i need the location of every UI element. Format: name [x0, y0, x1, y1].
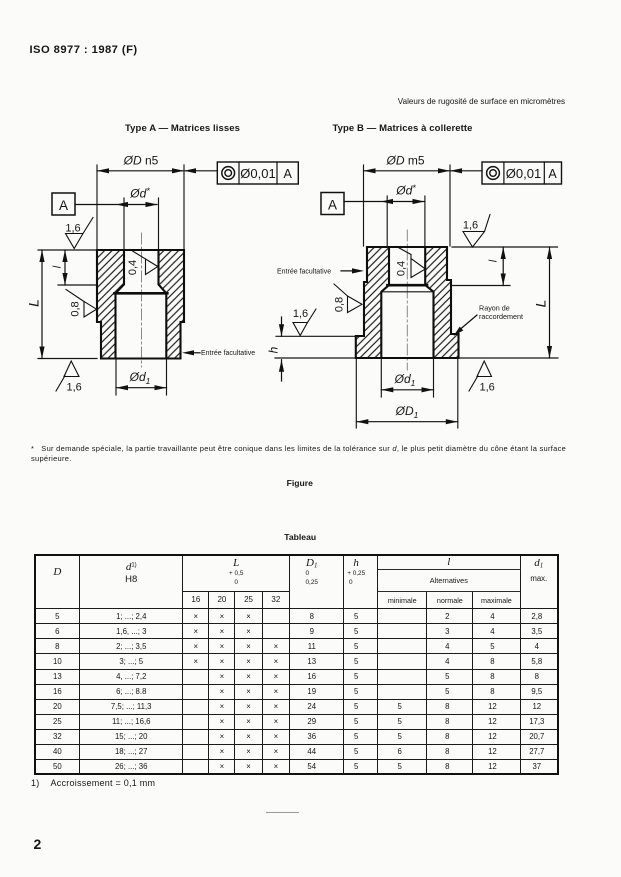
svg-text:l: l — [52, 265, 64, 268]
svg-text:A: A — [548, 167, 557, 181]
svg-text:A: A — [284, 167, 293, 181]
svg-text:1,6: 1,6 — [463, 220, 478, 232]
svg-text:h: h — [267, 346, 281, 353]
svg-text:Rayon de: Rayon de — [479, 304, 510, 313]
svg-text:ØD m5: ØD m5 — [385, 154, 424, 168]
svg-text:l: l — [488, 259, 500, 262]
svg-text:Ød1: Ød1 — [394, 372, 416, 388]
svg-text:1,6: 1,6 — [67, 382, 82, 394]
svg-text:1,6: 1,6 — [293, 308, 308, 320]
svg-text:ØD n5: ØD n5 — [123, 154, 159, 168]
svg-text:Ø0,01: Ø0,01 — [240, 166, 275, 181]
svg-text:Entrée facultative: Entrée facultative — [277, 269, 331, 276]
svg-text:0,8: 0,8 — [70, 301, 82, 316]
svg-text:A: A — [328, 198, 337, 213]
svg-text:ØD1: ØD1 — [395, 404, 419, 420]
svg-text:0,4: 0,4 — [396, 261, 408, 276]
svg-text:1,6: 1,6 — [480, 382, 495, 394]
svg-text:Entrée facultative: Entrée facultative — [201, 350, 255, 357]
svg-text:Ød1: Ød1 — [129, 370, 151, 386]
svg-text:Ø0,01: Ø0,01 — [506, 166, 541, 181]
svg-text:Ød*: Ød* — [129, 186, 150, 201]
svg-text:0,4: 0,4 — [127, 260, 139, 275]
svg-text:raccordement: raccordement — [479, 312, 523, 321]
svg-text:Ød*: Ød* — [395, 183, 416, 198]
svg-text:1,6: 1,6 — [65, 223, 80, 235]
svg-text:L: L — [26, 299, 42, 307]
svg-text:A: A — [59, 198, 68, 213]
svg-text:0,8: 0,8 — [334, 297, 346, 312]
svg-text:L: L — [533, 300, 549, 308]
